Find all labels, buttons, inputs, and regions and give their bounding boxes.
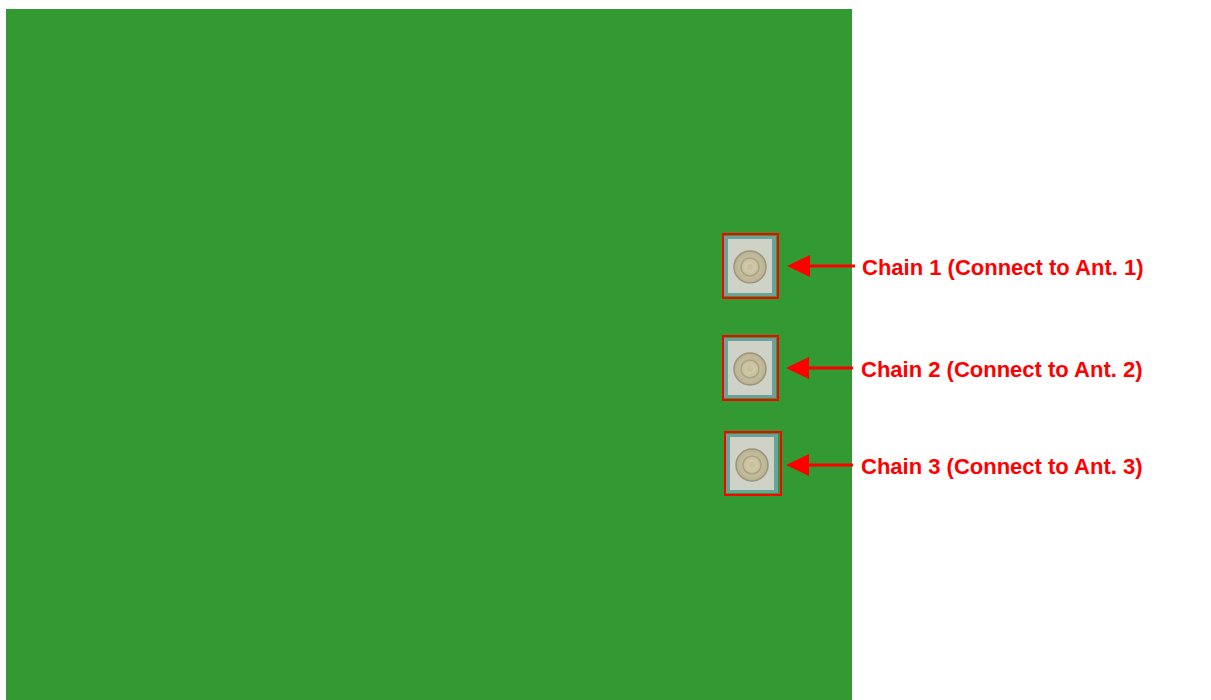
- connector-pad: [730, 437, 774, 490]
- connector-ring: [741, 258, 759, 276]
- connector-socket: [734, 251, 766, 283]
- connector-ring: [743, 456, 761, 474]
- leader-line: [805, 464, 853, 467]
- connector-base: [726, 434, 778, 493]
- connector-base: [724, 236, 776, 296]
- callout-label: Chain 1 (Connect to Ant. 1): [862, 256, 1144, 280]
- arrow-head: [787, 255, 810, 277]
- leader-arrow: [786, 454, 853, 476]
- connector-pad: [728, 239, 772, 293]
- pcb-board: [6, 9, 852, 700]
- connector-pin: [747, 366, 753, 372]
- leader-arrow: [787, 255, 855, 277]
- highlight-box: [723, 336, 778, 400]
- highlight-box: [723, 234, 778, 298]
- arrow-head: [786, 454, 809, 476]
- connector-pin: [749, 462, 755, 468]
- leader-line: [805, 367, 853, 370]
- antenna-connector: [723, 336, 778, 400]
- connector-base: [724, 338, 776, 398]
- connector-ring: [741, 360, 759, 378]
- highlight-box: [725, 432, 781, 495]
- leader-line: [806, 265, 855, 268]
- antenna-connector: [725, 432, 781, 495]
- connector-socket: [736, 449, 768, 481]
- callout-label: Chain 3 (Connect to Ant. 3): [861, 455, 1143, 479]
- antenna-connector: [723, 234, 778, 298]
- arrow-head: [786, 357, 809, 379]
- connector-pad: [728, 341, 772, 395]
- callout-label: Chain 2 (Connect to Ant. 2): [861, 358, 1143, 382]
- connector-socket: [734, 353, 766, 385]
- leader-arrow: [786, 357, 853, 379]
- connector-pin: [747, 264, 753, 270]
